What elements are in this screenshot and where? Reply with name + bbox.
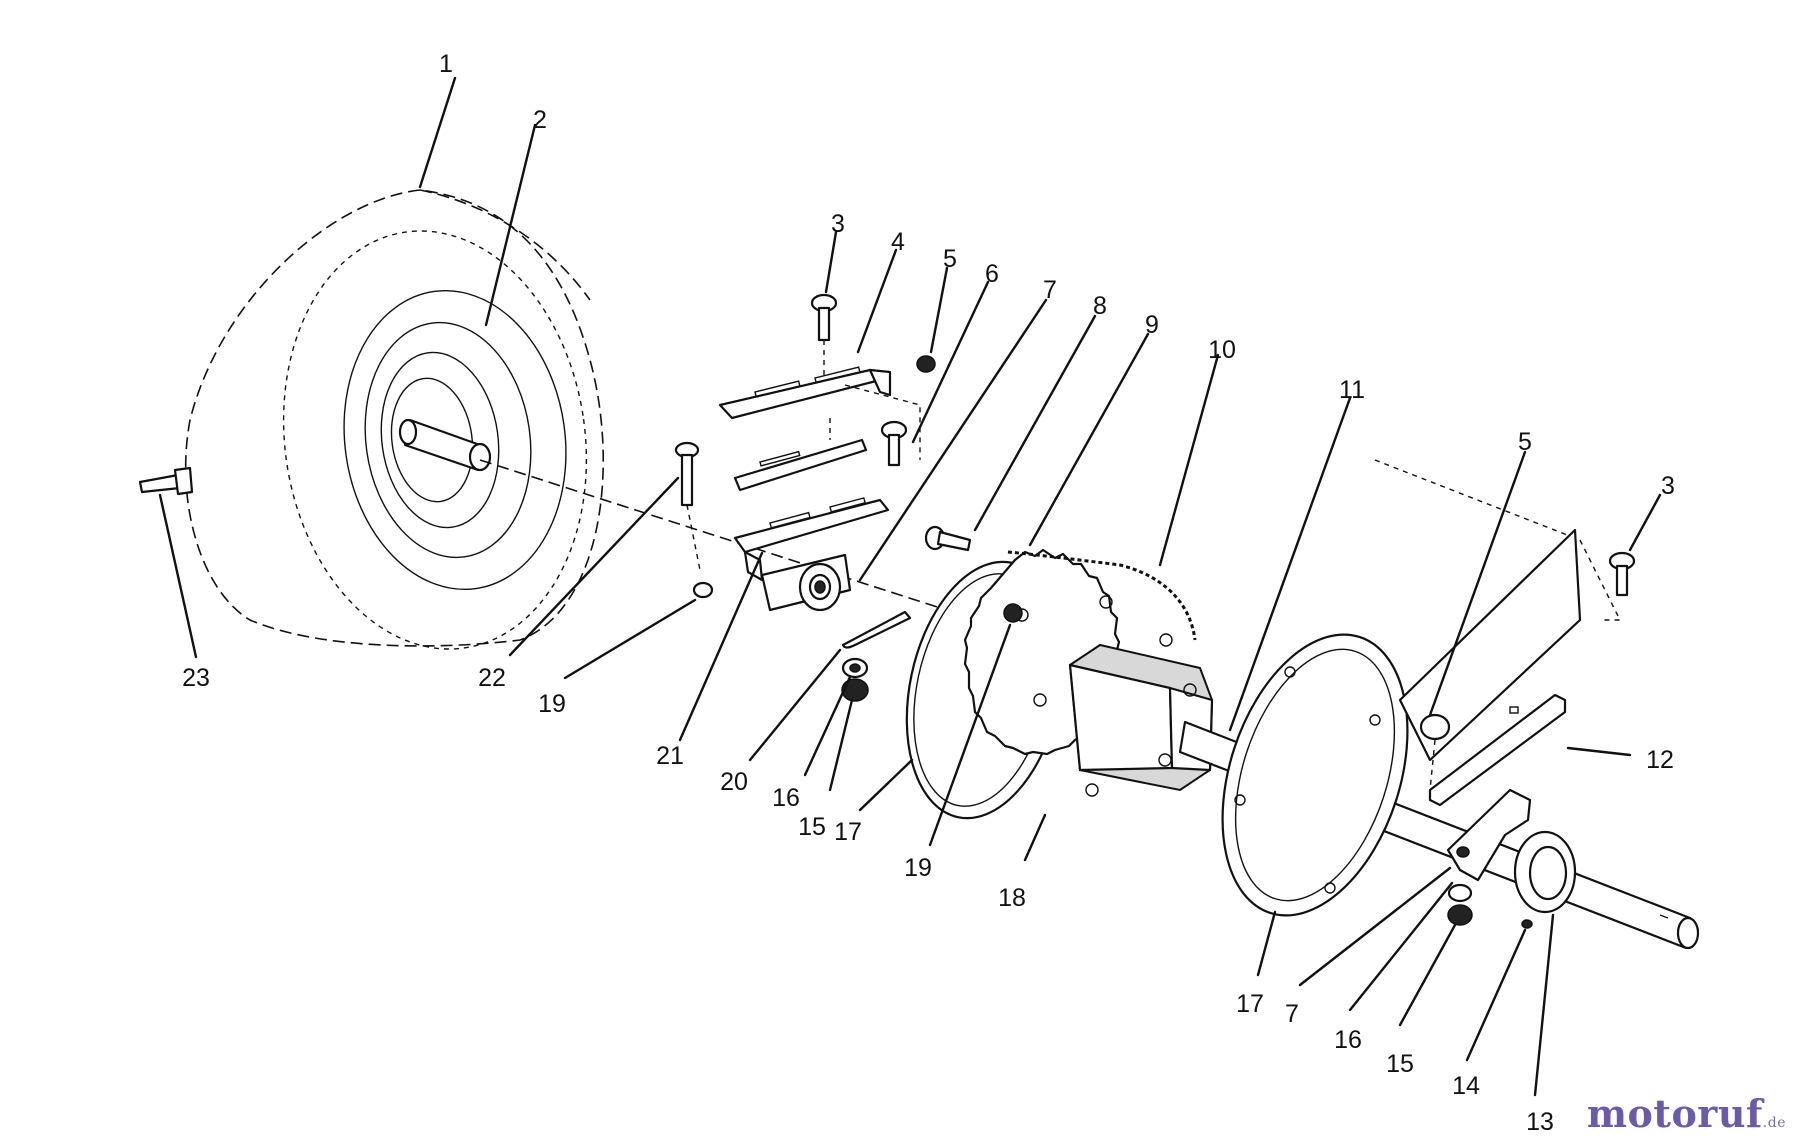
callout-11: 11 [1339,376,1365,404]
carriage-bolt-top [810,293,838,380]
sprocket-nut [1003,603,1023,623]
spacer-plate [733,418,868,492]
callout-14: 14 [1452,1072,1480,1100]
bearing-clamp-right [1446,788,1577,914]
tire-tread-edge [419,189,591,301]
hex-nut-right [1419,713,1451,791]
wheel-assembly [184,189,604,650]
callout-5: 5 [943,245,957,273]
callout-18: 18 [998,884,1026,912]
callout-12: 12 [1646,746,1674,774]
callout-10: 10 [1208,336,1236,364]
carriage-bolt-mid [880,420,908,467]
brake-disc-right [1221,633,1409,917]
carriage-bolt-right [1608,551,1636,597]
wheel-hub-ring [390,377,474,503]
set-screw [1521,919,1533,929]
mounting-bracket-right [1428,693,1567,807]
bearing-bracket [733,497,890,612]
drive-chain [1007,550,1197,641]
tire-outline [184,189,604,647]
wheel-rim-mid [364,321,532,559]
callout-6: 6 [985,260,999,288]
callout-3: 3 [831,210,845,238]
hair-pin [841,610,912,649]
callout-1: 1 [439,50,453,78]
lock-nut-left [841,678,869,702]
callout-16: 16 [772,784,800,812]
upper-bracket [718,366,921,460]
tire-sidewall [282,230,588,650]
front-bolt [924,525,972,552]
callout-9: 9 [1145,311,1159,339]
callout-16-right: 16 [1334,1026,1362,1054]
callout-5-right: 5 [1518,428,1532,456]
callout-17-right: 17 [1236,990,1264,1018]
callout-labels: 1 2 3 4 5 6 7 8 9 10 11 3 5 12 23 22 19 … [182,50,1675,1136]
leader-lines [158,76,1662,1097]
callout-17: 17 [834,818,862,846]
callout-15-right: 15 [1386,1050,1414,1078]
lock-nut-right [1447,883,1473,926]
callout-19-center: 19 [904,854,932,882]
frame-block [1374,459,1622,762]
gear-housing [1068,643,1215,792]
callout-3-right: 3 [1661,472,1675,500]
callout-19: 19 [538,690,566,718]
callout-7-right: 7 [1285,1000,1299,1028]
callout-23: 23 [182,664,210,692]
motoruf-watermark: motoruf.de [1587,1091,1786,1136]
callout-13: 13 [1526,1108,1554,1136]
callout-2: 2 [533,106,547,134]
callout-15: 15 [798,813,826,841]
callout-21: 21 [656,742,684,770]
callout-20: 20 [720,768,748,796]
wheel-rim-outer [343,289,567,591]
hex-nut-top [916,355,936,373]
wheel-rim-inner [380,351,500,529]
watermark-brand: motoruf [1586,1091,1763,1136]
carriage-bolt-left [674,441,701,571]
wheel-bolt [138,466,194,496]
callout-8: 8 [1093,292,1107,320]
callout-22: 22 [478,664,506,692]
callout-4: 4 [891,228,905,256]
nut-left [692,581,714,599]
callout-7: 7 [1043,276,1057,304]
washer-left [841,657,869,679]
watermark-tld: .de [1762,1115,1786,1131]
